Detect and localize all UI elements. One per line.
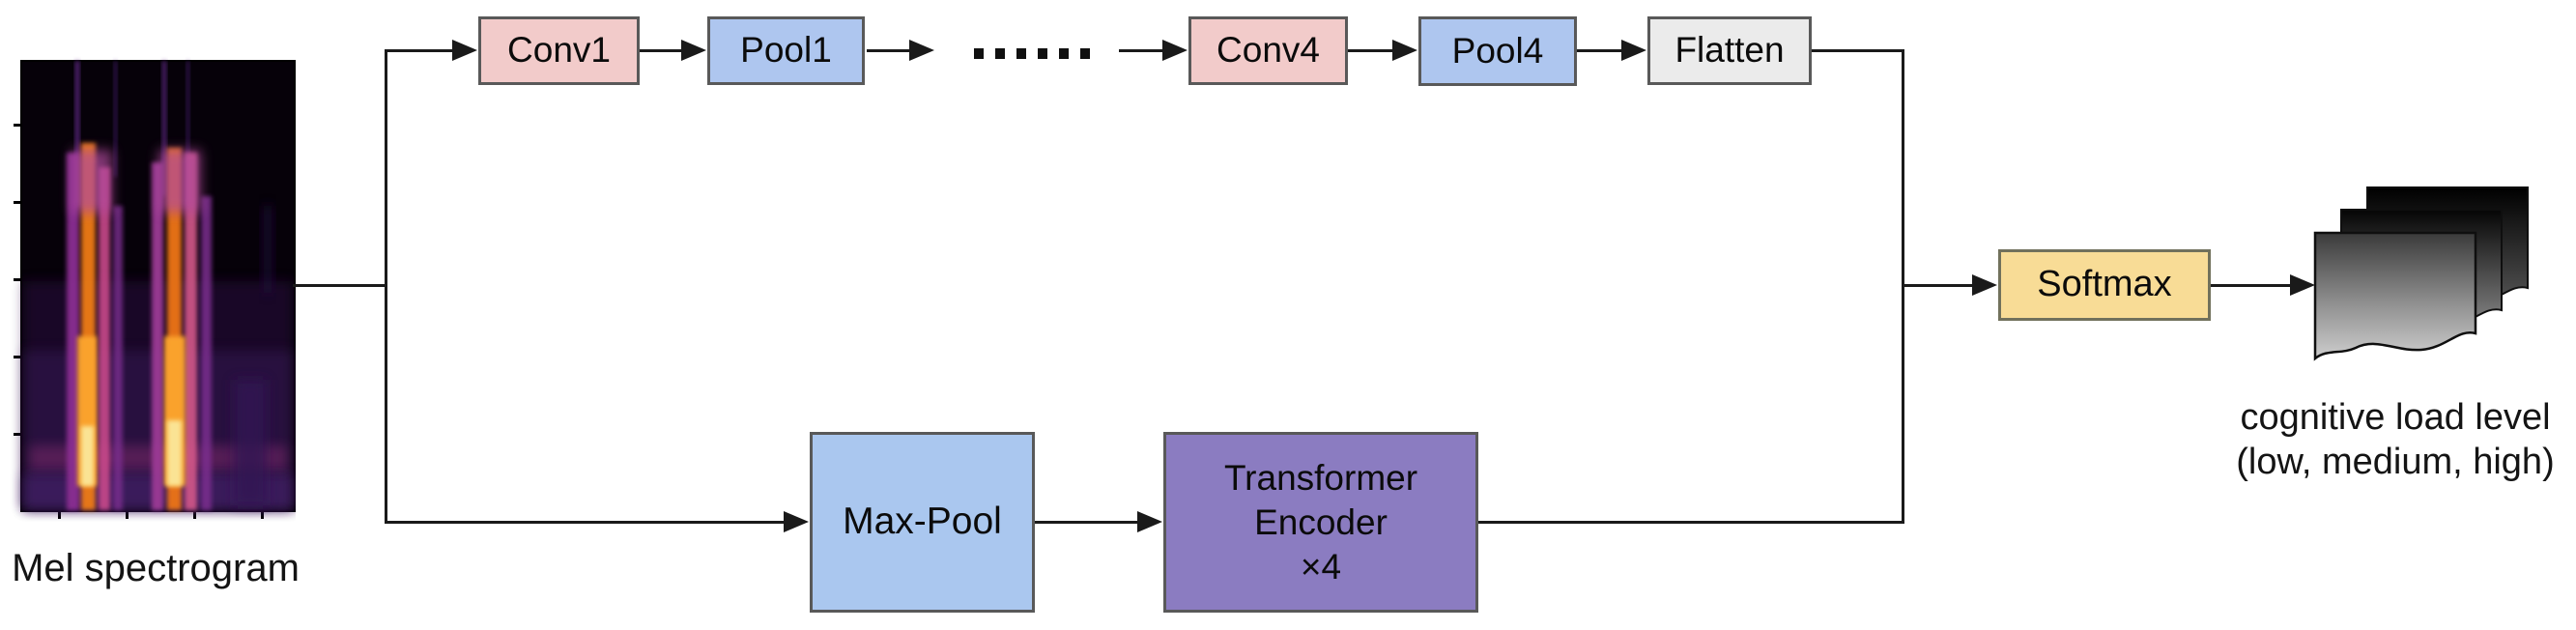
connector-merge (1902, 49, 1904, 524)
ellipsis-dot (974, 48, 984, 59)
arrowhead-flatten (1621, 40, 1646, 61)
arrowhead-transformer (1137, 511, 1162, 532)
arrowhead-pool4 (1392, 40, 1417, 61)
mel-spectrogram-art (14, 60, 296, 519)
arrowhead-ellipsis (909, 40, 934, 61)
transformer-encoder-label: Transformer Encoder ×4 (1224, 456, 1417, 589)
connector-ellipsis-conv4 (1119, 49, 1164, 52)
spectrogram-axis-ticks (14, 124, 264, 519)
ellipsis-dot (1080, 48, 1090, 59)
arrowhead-maxpool (784, 511, 809, 532)
arrowhead-softmax (1972, 274, 1997, 296)
transformer-encoder-node: Transformer Encoder ×4 (1163, 432, 1478, 613)
arrowhead-pool1 (681, 40, 706, 61)
arrowhead-conv4 (1162, 40, 1188, 61)
flatten-node: Flatten (1647, 16, 1812, 85)
conv4-node: Conv4 (1188, 16, 1348, 85)
pool1-node: Pool1 (707, 16, 865, 85)
output-label-line1: cognitive load level (2240, 397, 2551, 438)
maxpool-node: Max-Pool (810, 432, 1035, 613)
connector-merge-softmax (1904, 284, 1974, 287)
transformer-label-line3: ×4 (1300, 546, 1342, 587)
arrowhead-output (2290, 274, 2315, 296)
ellipsis-dot (1016, 48, 1026, 59)
connector-pool1-ellipsis (867, 49, 911, 52)
softmax-node: Softmax (1998, 249, 2211, 321)
connector-softmax-output (2211, 284, 2292, 287)
transformer-label-line1: Transformer (1223, 457, 1418, 498)
connector-maxpool-transformer (1035, 521, 1139, 524)
transformer-label-line2: Encoder (1254, 501, 1388, 542)
ellipsis-dots (974, 48, 1090, 59)
pool4-node: Pool4 (1418, 16, 1577, 86)
documents-stack-icon (2298, 186, 2533, 394)
connector-pool4-flatten (1577, 49, 1623, 52)
connector-flatten-merge (1812, 49, 1904, 52)
mel-spectrogram-image (10, 56, 296, 522)
ellipsis-dot (1059, 48, 1069, 59)
connector-branch-split (385, 49, 387, 524)
arrowhead-conv1 (452, 40, 477, 61)
ellipsis-dot (1038, 48, 1047, 59)
ellipsis-dot (995, 48, 1005, 59)
output-label: cognitive load level (low, medium, high) (2215, 395, 2576, 484)
output-label-line2: (low, medium, high) (2236, 442, 2555, 482)
connector-input-to-branch (293, 284, 386, 287)
conv1-node: Conv1 (478, 16, 640, 85)
connector-to-maxpool (385, 521, 786, 524)
connector-transformer-merge (1478, 521, 1904, 524)
connector-to-conv1 (385, 49, 452, 52)
mel-spectrogram-label: Mel spectrogram (12, 547, 300, 589)
connector-conv1-pool1 (640, 49, 683, 52)
connector-conv4-pool4 (1348, 49, 1394, 52)
